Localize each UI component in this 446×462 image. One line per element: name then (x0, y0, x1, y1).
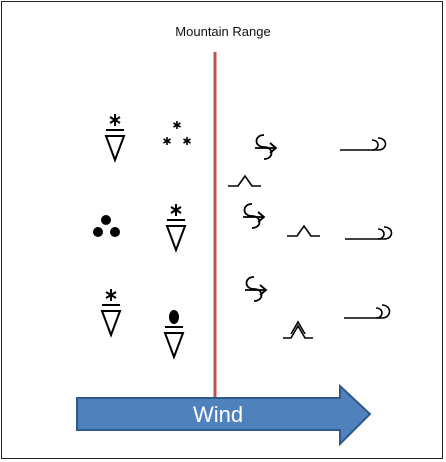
rain-shower-symbol (163, 310, 185, 360)
snow-shower-symbol (100, 289, 122, 338)
altocumulus-symbol (287, 224, 320, 237)
altocumulus-symbol (283, 320, 313, 339)
snow-symbol (163, 121, 191, 145)
rain-symbol (93, 215, 120, 237)
funnel-cloud-symbol (245, 276, 268, 302)
wind-label: Wind (192, 402, 244, 427)
cirrus-symbol (344, 304, 391, 319)
cirrus-symbol (345, 226, 393, 240)
snow-shower-symbol (104, 114, 126, 163)
wind-arrow (76, 383, 372, 447)
altocumulus-symbol (228, 174, 261, 187)
funnel-cloud-symbol (243, 203, 266, 229)
snow-shower-symbol (165, 204, 187, 253)
cirrus-symbol (340, 137, 387, 151)
diagram-title: Mountain Range (175, 24, 271, 39)
funnel-cloud-symbol (255, 134, 278, 160)
